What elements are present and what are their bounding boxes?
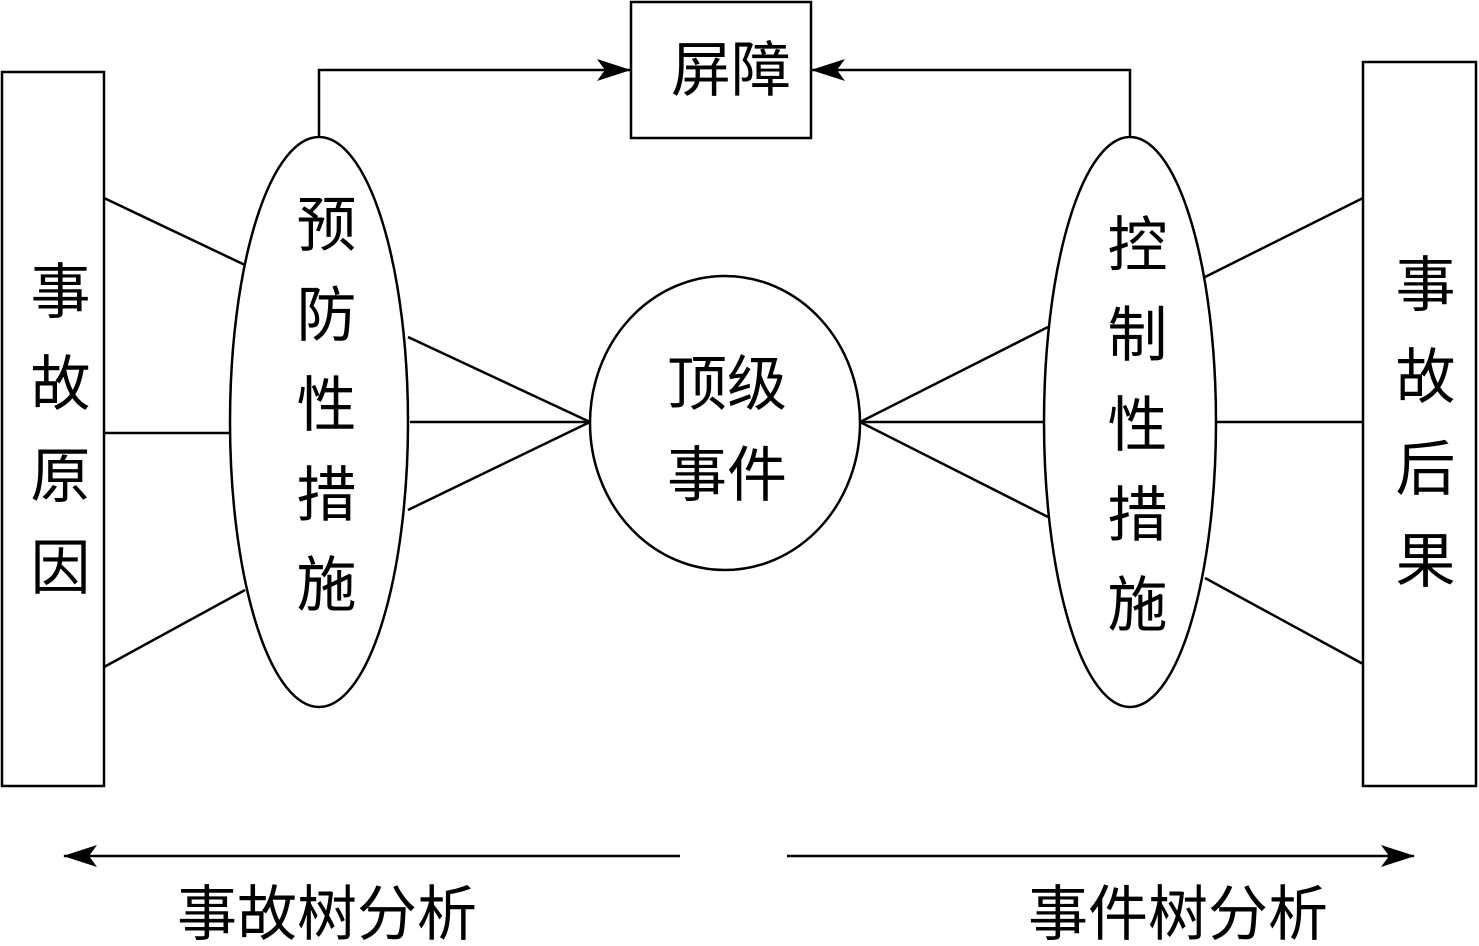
accident-cause-label: 事故原因 <box>20 260 90 628</box>
accident-consequence-node: 事故后果 <box>1361 60 1478 788</box>
top-event-node: 顶级 事件 <box>588 274 862 572</box>
cause-to-prevention-line-top <box>103 196 246 267</box>
control-to-consequence-line-top <box>1204 196 1364 279</box>
top-event-circle <box>588 274 862 572</box>
accident-cause-box <box>0 70 106 788</box>
fault-tree-analysis-label: 事故树分析 <box>177 880 477 946</box>
control-measures-ellipse <box>1042 135 1218 709</box>
preventive-measures-ellipse <box>228 135 410 709</box>
event-tree-analysis-label: 事件树分析 <box>1028 880 1328 946</box>
prevention-to-top-event-line-bottom <box>407 420 591 512</box>
direction-arrows: 事故树分析 事件树分析 <box>63 845 1415 946</box>
control-to-consequence-line-bottom <box>1204 576 1364 666</box>
cause-to-prevention-line-bottom <box>103 588 246 669</box>
top-event-label-line2: 事件 <box>667 441 787 511</box>
accident-consequence-box <box>1361 60 1478 788</box>
preventive-measures-node: 预防性措施 <box>228 135 410 709</box>
barrier-label: 屏障 <box>671 36 791 106</box>
top-event-to-control-line-bottom <box>859 420 1049 519</box>
control-measures-label: 控制性措施 <box>1097 213 1167 663</box>
control-to-barrier-arrow <box>811 59 1132 138</box>
control-measures-node: 控制性措施 <box>1042 135 1218 709</box>
accident-cause-node: 事故原因 <box>0 70 106 788</box>
barrier-box <box>629 0 813 140</box>
connector-lines <box>103 59 1364 669</box>
preventive-measures-label: 预防性措施 <box>286 193 356 643</box>
top-event-label-line1: 顶级 <box>667 350 787 420</box>
prevention-to-barrier-arrow <box>317 59 631 138</box>
barrier-node: 屏障 <box>629 0 813 140</box>
top-event-to-control-line-top <box>859 325 1049 424</box>
prevention-to-top-event-line-top <box>407 335 591 424</box>
accident-consequence-label: 事故后果 <box>1385 253 1455 621</box>
